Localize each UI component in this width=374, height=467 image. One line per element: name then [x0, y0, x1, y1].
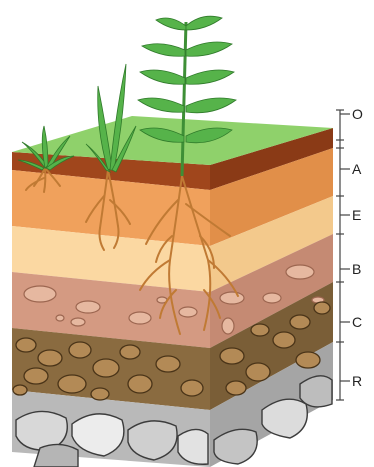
horizon-bracket [336, 110, 350, 400]
horizon-label-e: E [352, 207, 361, 223]
horizon-labels: O A E B C R [352, 106, 363, 389]
horizon-label-c: C [352, 314, 362, 330]
horizon-label-a: A [352, 161, 362, 177]
horizon-label-b: B [352, 261, 361, 277]
horizon-label-o: O [352, 106, 363, 122]
horizon-label-r: R [352, 373, 362, 389]
